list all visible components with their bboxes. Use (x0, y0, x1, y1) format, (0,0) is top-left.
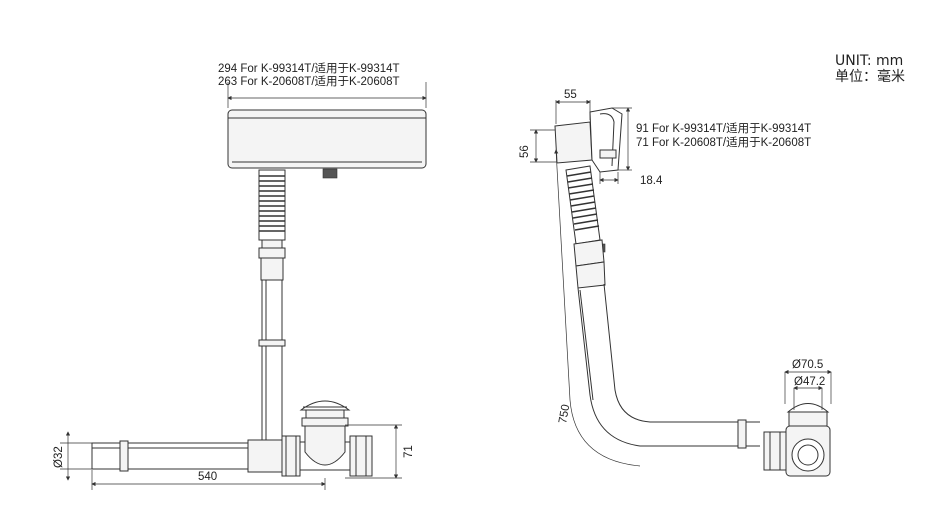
pop-up-cap (299, 400, 351, 411)
dim-263: 263 For K-20608T/适用于K-20608T (218, 75, 400, 88)
dim-dia-32: Ø32 (53, 446, 65, 468)
dim-dia-47-2: Ø47.2 (794, 376, 825, 388)
unit-label-zh: 单位：毫米 (835, 68, 905, 85)
dim-540: 540 (198, 471, 217, 483)
dim-71-side: 71 For K-20608T/适用于K-20608T (636, 136, 811, 149)
tee-fitting (281, 435, 301, 477)
front-view: 294 For K-99314T/适用于K-99314T 263 For K-2… (53, 62, 427, 490)
dim-55: 55 (564, 89, 577, 101)
dim-dia-70-5: Ø70.5 (792, 359, 823, 371)
dim-294: 294 For K-99314T/适用于K-99314T (218, 62, 400, 75)
vertical-pipe (261, 279, 283, 441)
dim-56: 56 (519, 145, 531, 158)
dim-91: 91 For K-99314T/适用于K-99314T (636, 122, 811, 135)
pop-up-cap-side (786, 403, 830, 413)
dim-750: 750 (557, 404, 572, 425)
dim-18-4: 18.4 (640, 175, 663, 187)
corrugated-hose-side (565, 165, 601, 245)
drain-body (304, 424, 346, 466)
overflow-plate (227, 109, 427, 169)
side-view: 55 56 91 For K-99314T/适用于K-99314T 71 For… (519, 89, 832, 477)
overflow-head (554, 121, 593, 164)
unit-label-en: UNIT: mm (835, 53, 903, 69)
dim-71: 71 (403, 445, 415, 458)
curved-drain-pipe (577, 287, 760, 447)
